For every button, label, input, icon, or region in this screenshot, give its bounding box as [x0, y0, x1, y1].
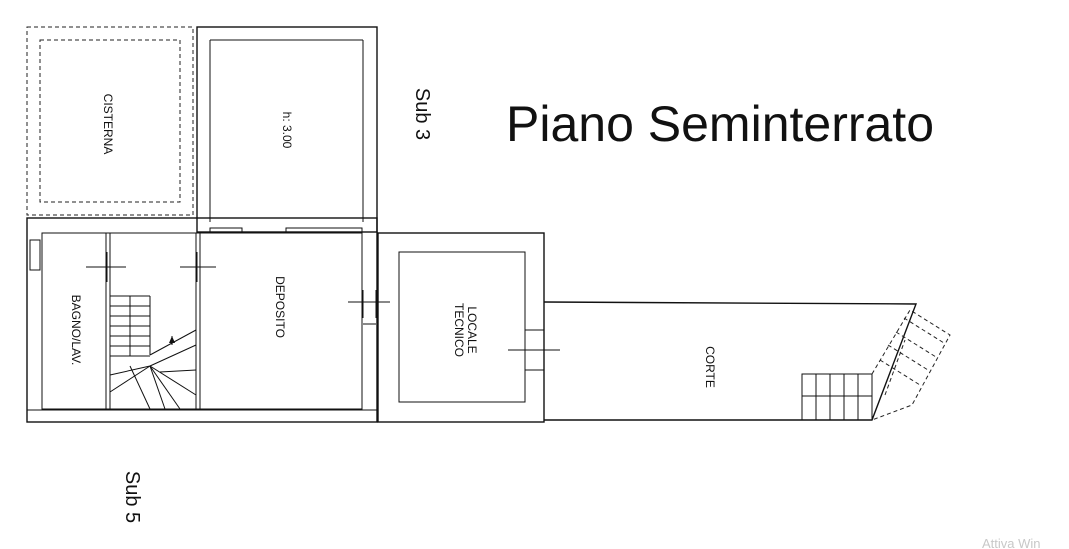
- height-note: h: 3.00: [280, 112, 294, 149]
- page-title: Piano Seminterrato: [506, 96, 934, 152]
- interior-stair: [109, 295, 197, 410]
- bagno-label: BAGNO/LAV.: [69, 295, 83, 366]
- cisterna-label: CISTERNA: [101, 94, 115, 155]
- sub3-label: Sub 3: [411, 88, 433, 140]
- activation-watermark: Attiva Win: [982, 536, 1041, 549]
- deposito-openings: [348, 290, 390, 325]
- sub5-label: Sub 5: [121, 471, 143, 523]
- lower-block-walls: [26, 217, 378, 423]
- deposito-label: DEPOSITO: [273, 276, 287, 338]
- locale-tecnico-label-1: LOCALE: [465, 306, 479, 353]
- locale-tecnico-label-2: TECNICO: [452, 303, 466, 357]
- corte-outline: [543, 301, 918, 421]
- exterior-stair: [801, 309, 951, 421]
- cisterna-outline: [26, 26, 194, 216]
- upper-storage-walls: [196, 26, 378, 233]
- corte-label: CORTE: [703, 346, 717, 388]
- locale-tecnico-walls: [377, 232, 560, 423]
